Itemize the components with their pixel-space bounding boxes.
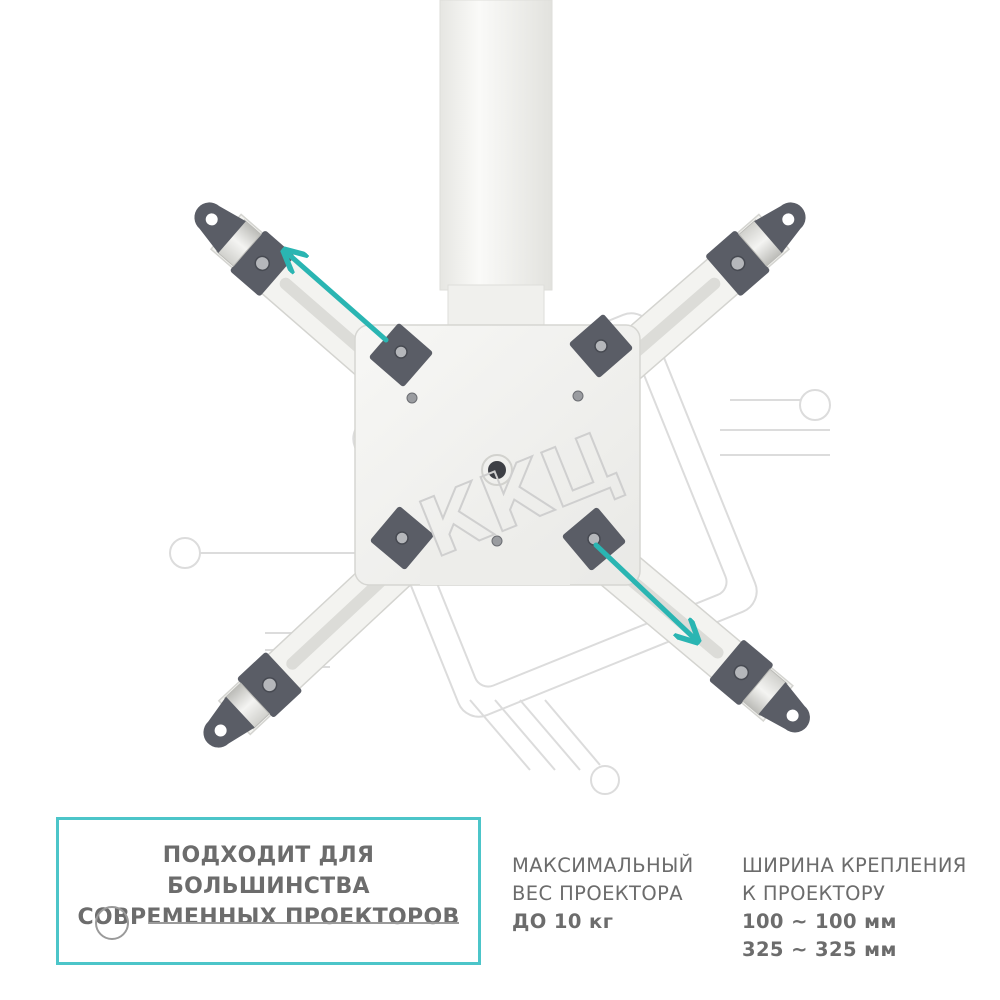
weight-label-2: ВЕС ПРОЕКТОРА <box>512 882 684 905</box>
mount-pole <box>439 0 553 331</box>
divider <box>149 922 459 924</box>
width-value-2: 325 ~ 325 мм <box>742 938 897 961</box>
weight-spec: МАКСИМАЛЬНЫЙ ВЕС ПРОЕКТОРА ДО 10 кг <box>512 852 694 936</box>
weight-value: ДО 10 кг <box>512 910 614 933</box>
compatibility-text: ПОДХОДИТ ДЛЯ БОЛЬШИНСТВА СОВРЕМЕННЫХ ПРО… <box>59 840 478 933</box>
weight-label-1: МАКСИМАЛЬНЫЙ <box>512 854 694 877</box>
width-value-1: 100 ~ 100 мм <box>742 910 897 933</box>
width-label-2: К ПРОЕКТОРУ <box>742 882 886 905</box>
badge-line-1: ПОДХОДИТ ДЛЯ БОЛЬШИНСТВА <box>162 843 375 899</box>
badge-line-2: СОВРЕМЕННЫХ ПРОЕКТОРОВ <box>77 905 460 930</box>
decor-circle-icon <box>95 906 129 940</box>
adjust-arrow <box>286 252 389 343</box>
compatibility-badge: ПОДХОДИТ ДЛЯ БОЛЬШИНСТВА СОВРЕМЕННЫХ ПРО… <box>56 817 481 965</box>
width-spec: ШИРИНА КРЕПЛЕНИЯ К ПРОЕКТОРУ 100 ~ 100 м… <box>742 852 967 964</box>
width-label-1: ШИРИНА КРЕПЛЕНИЯ <box>742 854 967 877</box>
adjust-arrow <box>593 542 696 640</box>
